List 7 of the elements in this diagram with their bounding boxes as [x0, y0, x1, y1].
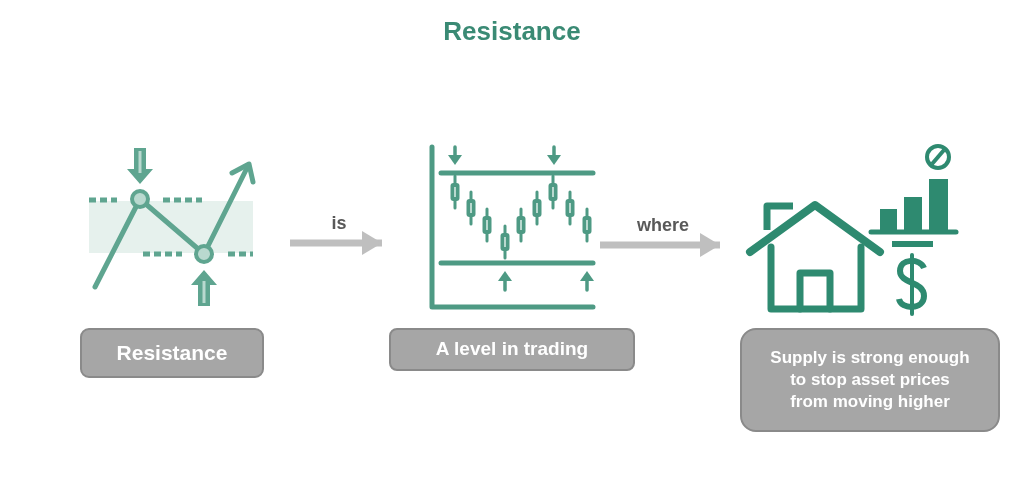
- title: Resistance: [443, 16, 581, 48]
- box-text: A level in trading: [435, 337, 589, 362]
- rounded-label-box: [389, 328, 635, 371]
- box-text: Supply is strong enough to stop asset prices from moving higher: [769, 346, 971, 414]
- box-text: Resistance: [116, 340, 228, 367]
- rounded-label-box: [80, 328, 264, 378]
- rounded-label-box: [740, 328, 1000, 432]
